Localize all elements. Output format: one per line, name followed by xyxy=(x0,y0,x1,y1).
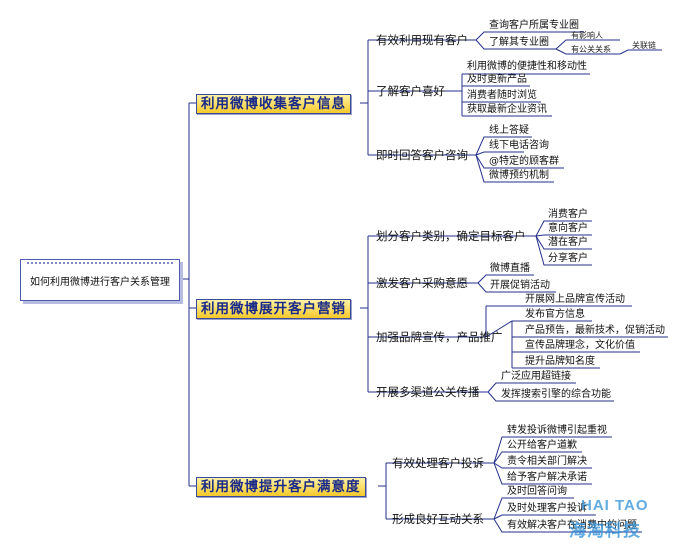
leaf[interactable]: 消费客户 xyxy=(548,209,588,220)
leaf[interactable]: 发挥搜索引擎的综合功能 xyxy=(501,389,611,400)
leaf[interactable]: 广泛应用超链接 xyxy=(501,371,571,382)
subtopic-multichannel-pr[interactable]: 开展多渠道公关传播 xyxy=(376,385,480,399)
leaf[interactable]: 线上答疑 xyxy=(489,125,529,136)
leaf[interactable]: 给予客户解决承诺 xyxy=(507,472,587,483)
leaf[interactable]: 转发投诉微博引起重视 xyxy=(507,425,607,436)
leaf[interactable]: 开展网上品牌宣传活动 xyxy=(525,294,625,305)
watermark-logo: HAI TAO 海淘科技 xyxy=(565,497,682,544)
leaf[interactable]: 发布官方信息 xyxy=(525,309,585,320)
subtopic-classify-customers[interactable]: 划分客户类别，确定目标客户 xyxy=(376,229,526,243)
leaf[interactable]: 责令相关部门解决 xyxy=(507,456,587,467)
leaf[interactable]: 意向客户 xyxy=(548,223,588,234)
leaf-small[interactable]: 有影响人 xyxy=(571,31,603,40)
leaf[interactable]: 提升品牌知名度 xyxy=(525,356,595,367)
leaf-small[interactable]: 有公关关系 xyxy=(571,45,611,54)
main-topic-label: 利用微博收集客户信息 xyxy=(201,96,346,112)
subtopic-purchase-intent[interactable]: 激发客户采购意愿 xyxy=(376,276,468,290)
root-dotted-border xyxy=(27,262,173,268)
main-topic-satisfaction[interactable]: 利用微博提升客户满意度 xyxy=(196,477,366,497)
leaf[interactable]: 及时处理客户投诉 xyxy=(507,503,587,514)
leaf[interactable]: 微博直播 xyxy=(490,263,530,274)
leaf[interactable]: 线下电话咨询 xyxy=(489,140,549,151)
leaf[interactable]: 及时回答问询 xyxy=(507,486,567,497)
watermark-latin: HAI TAO xyxy=(581,497,649,514)
main-topic-label: 利用微博展开客户营销 xyxy=(201,301,346,317)
leaf[interactable]: 微博预约机制 xyxy=(489,170,549,181)
leaf[interactable]: 消费者随时浏览 xyxy=(467,90,537,101)
leaf[interactable]: 潜在客户 xyxy=(548,237,588,248)
main-topic-collect-info[interactable]: 利用微博收集客户信息 xyxy=(196,94,351,114)
subtopic-handle-complaints[interactable]: 有效处理客户投诉 xyxy=(392,456,484,470)
leaf[interactable]: 了解其专业圈 xyxy=(489,37,549,48)
leaf[interactable]: 获取最新企业资讯 xyxy=(467,104,547,115)
leaf-small[interactable]: 关联链 xyxy=(632,41,656,50)
main-topic-label: 利用微博提升客户满意度 xyxy=(201,479,361,495)
leaf[interactable]: 查询客户所属专业圈 xyxy=(489,20,579,31)
root-label: 如何利用微博进行客户关系管理 xyxy=(30,276,170,288)
subtopic-answer-inquiries[interactable]: 即时回答客户咨询 xyxy=(376,148,468,162)
main-topic-marketing[interactable]: 利用微博展开客户营销 xyxy=(196,299,351,319)
subtopic-brand-promotion[interactable]: 加强品牌宣传，产品推广 xyxy=(376,330,503,344)
leaf[interactable]: 开展促销活动 xyxy=(490,280,550,291)
leaf[interactable]: 产品预告，最新技术，促销活动 xyxy=(525,325,665,336)
leaf[interactable]: @特定的顾客群 xyxy=(489,156,559,167)
root-topic[interactable]: 如何利用微博进行客户关系管理 xyxy=(20,259,180,301)
leaf[interactable]: 及时更新产品 xyxy=(467,74,527,85)
leaf[interactable]: 有效解决客户在消费中的问题 xyxy=(507,520,637,531)
subtopic-existing-customers[interactable]: 有效利用现有客户 xyxy=(376,33,468,47)
leaf[interactable]: 利用微博的便捷性和移动性 xyxy=(467,61,587,72)
subtopic-good-interaction[interactable]: 形成良好互动关系 xyxy=(392,512,484,526)
watermark-chinese: 海淘科技 xyxy=(569,521,641,541)
subtopic-customer-preferences[interactable]: 了解客户喜好 xyxy=(376,84,445,98)
leaf[interactable]: 宣传品牌理念，文化价值 xyxy=(525,340,635,351)
leaf[interactable]: 公开给客户道歉 xyxy=(507,440,577,451)
leaf[interactable]: 分享客户 xyxy=(548,253,588,264)
